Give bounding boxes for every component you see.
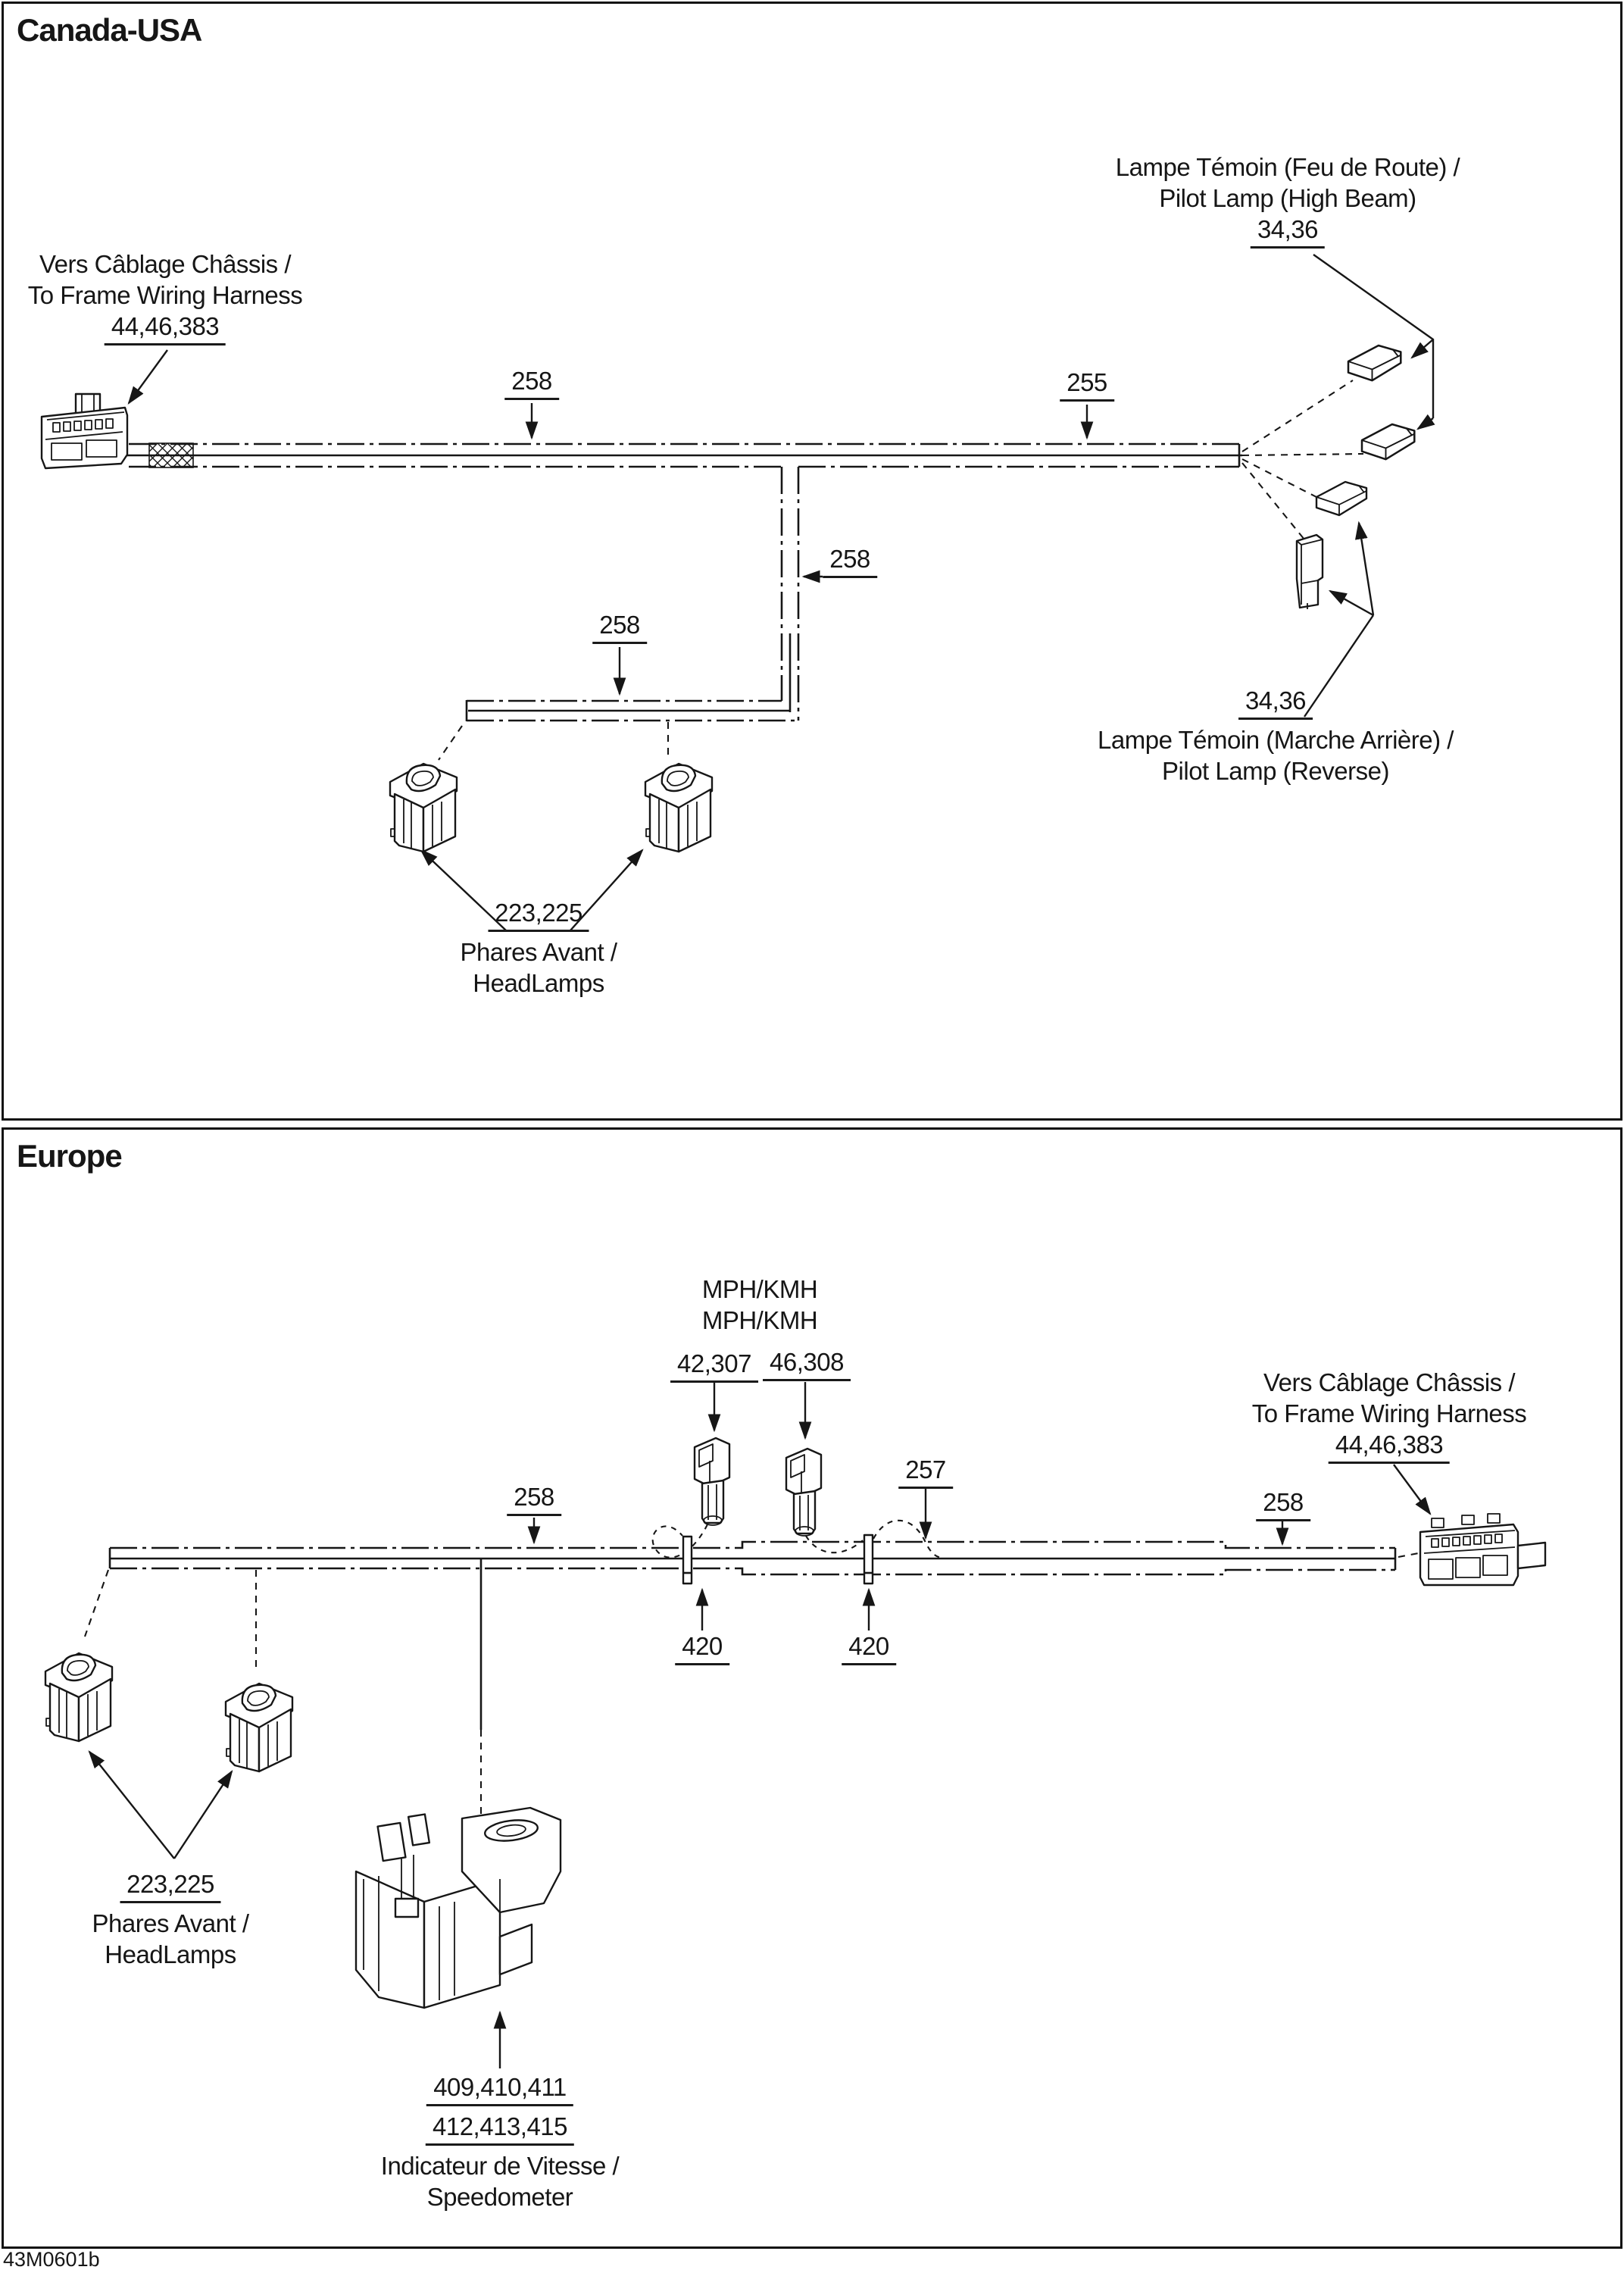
wire-label-257: 257 <box>898 1454 953 1489</box>
arrow-headlamp-right <box>570 849 644 931</box>
mph-kmh-socket-right <box>785 1447 823 1537</box>
arrow-frame-harness-eu <box>1393 1464 1432 1515</box>
panel-europe <box>2 1127 1622 2249</box>
europe-headlamps-label: 223,225 Phares Avant / HeadLamps <box>92 1868 249 1970</box>
part-number: 34,36 <box>1238 685 1313 720</box>
mph-kmh-label: MPH/KMH MPH/KMH <box>701 1274 818 1336</box>
branch-tick-420-left <box>682 1535 693 1585</box>
europe-main-harness <box>108 1540 1397 1576</box>
part-number: 44,46,383 <box>104 311 226 345</box>
part-number: 409,410,411 <box>426 2071 573 2106</box>
speedometer-label: 409,410,411 412,413,415 Indicateur de Vi… <box>380 2071 620 2212</box>
label-line: Phares Avant / <box>460 938 617 966</box>
wire-label-46-308: 46,308 <box>763 1346 851 1381</box>
label-line: HeadLamps <box>473 969 604 997</box>
label-line: Indicateur de Vitesse / <box>380 2152 620 2180</box>
label-line: Pilot Lamp (Reverse) <box>1162 757 1389 785</box>
wire-branch-ticks <box>682 1534 874 1585</box>
canada-dashed-leaders <box>438 380 1364 761</box>
wire-label-258-vertical: 258 <box>823 543 877 578</box>
canada-main-harness <box>126 442 1242 722</box>
high-beam-pilot-connector-2 <box>1360 423 1416 461</box>
arrow-headlamp-left-eu <box>88 1750 175 1859</box>
canada-high-beam-label: Lampe Témoin (Feu de Route) / Pilot Lamp… <box>1116 152 1460 249</box>
canada-callout-arrows <box>127 254 1435 931</box>
label-line: To Frame Wiring Harness <box>27 281 303 309</box>
label-line: Vers Câblage Châssis / <box>39 250 292 278</box>
label-line: Vers Câblage Châssis / <box>1263 1368 1516 1396</box>
panel-title-europe: Europe <box>17 1138 123 1174</box>
part-number: 223,225 <box>120 1868 221 1903</box>
reverse-pilot-tall-connector <box>1295 533 1324 609</box>
canada-frame-connector <box>40 392 129 470</box>
headlamp-connector-right <box>644 762 714 853</box>
label-line: HeadLamps <box>105 1940 236 1968</box>
wire-label-255: 255 <box>1060 367 1114 402</box>
headlamp-connector-left <box>389 762 458 853</box>
branch-tick-420-right <box>863 1534 874 1585</box>
wire-label-42-307: 42,307 <box>670 1348 758 1383</box>
headlamp-connector-left-eu <box>44 1652 114 1743</box>
europe-frame-harness-label: Vers Câblage Châssis / To Frame Wiring H… <box>1252 1367 1527 1464</box>
europe-frame-connector <box>1419 1513 1547 1587</box>
label-line: Lampe Témoin (Marche Arrière) / <box>1098 726 1454 754</box>
speedometer-connector <box>354 1806 562 2009</box>
panel-title-canada: Canada-USA <box>17 12 202 48</box>
europe-callout-arrows <box>88 1382 1432 2068</box>
label-line: To Frame Wiring Harness <box>1251 1399 1527 1427</box>
part-number: 223,225 <box>488 897 589 932</box>
label-line: MPH/KMH <box>701 1306 818 1334</box>
panel-canada-usa <box>2 2 1622 1121</box>
canada-reverse-label: 34,36 Lampe Témoin (Marche Arrière) / Pi… <box>1098 685 1454 786</box>
canada-frame-harness-label: Vers Câblage Châssis / To Frame Wiring H… <box>28 249 303 345</box>
high-beam-pilot-connector-1 <box>1347 344 1402 382</box>
canada-headlamps-label: 223,225 Phares Avant / HeadLamps <box>460 897 617 999</box>
document-code: 43M0601b <box>3 2248 100 2271</box>
part-number: 34,36 <box>1250 214 1326 249</box>
wire-label-258-left-eu: 258 <box>507 1481 561 1516</box>
arrow-headlamp-left <box>420 849 507 931</box>
headlamp-connector-right-eu <box>224 1682 294 1773</box>
part-number: 44,46,383 <box>1328 1429 1451 1464</box>
europe-dashed-leaders <box>84 1549 1435 1815</box>
part-number: 412,413,415 <box>425 2111 574 2146</box>
label-line: Speedometer <box>426 2183 573 2211</box>
label-line: Lampe Témoin (Feu de Route) / <box>1115 153 1460 181</box>
label-line: MPH/KMH <box>701 1275 818 1303</box>
wire-label-258-main: 258 <box>504 365 559 400</box>
reverse-pilot-connector <box>1315 480 1368 517</box>
wire-label-420-right: 420 <box>842 1630 896 1665</box>
mph-kmh-socket-left <box>693 1437 731 1527</box>
label-line: Phares Avant / <box>92 1909 249 1937</box>
leader-reverse <box>1304 614 1374 718</box>
arrow-frame-harness <box>127 349 168 405</box>
arrow-headlamp-right-eu <box>173 1769 233 1859</box>
wire-label-258-right-eu: 258 <box>1256 1487 1310 1521</box>
label-line: Pilot Lamp (High Beam) <box>1159 184 1416 212</box>
wire-label-258-lower: 258 <box>592 609 647 644</box>
harness-sleeve-hatch <box>148 442 194 468</box>
wire-label-420-left: 420 <box>675 1630 729 1665</box>
